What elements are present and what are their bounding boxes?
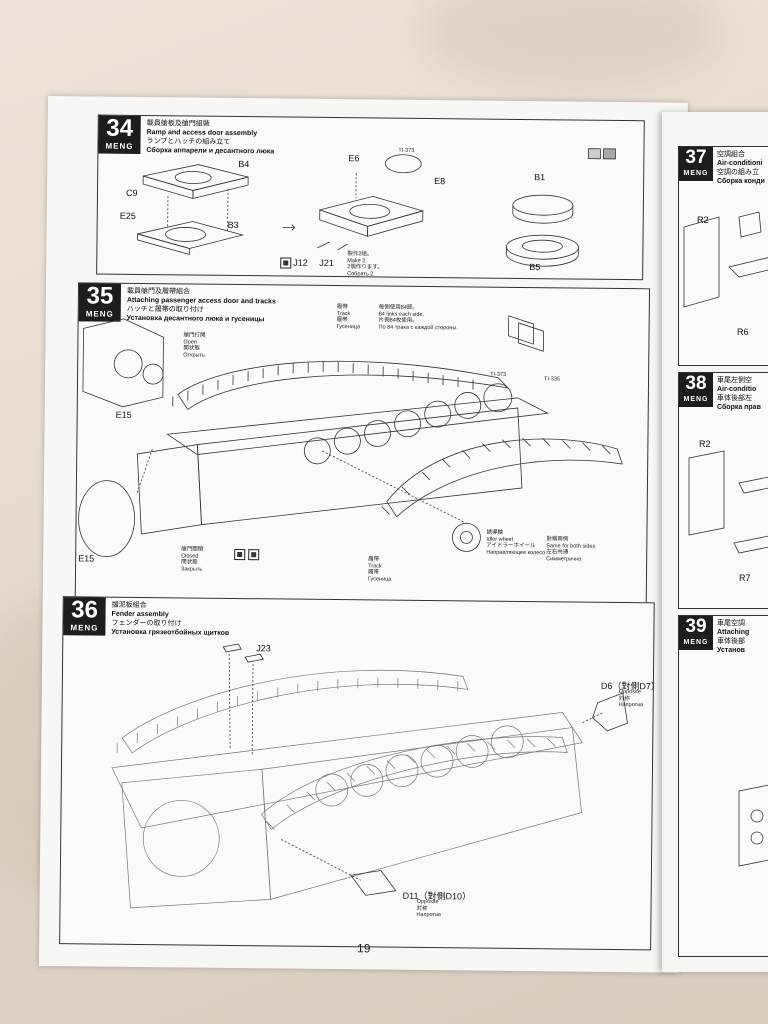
step-title: 車尾左側空 Air-conditio 車体後部左 Сборка прав: [717, 377, 761, 411]
step-37-diagram: [683, 211, 768, 308]
check-icon: [248, 549, 260, 561]
part-label: R7: [739, 573, 751, 583]
check-icon: [234, 548, 246, 561]
links-note: 每側使用84節。 84 links each side. 片側84枚使用。 По…: [378, 304, 458, 331]
step-35-panel: 35 MENG 載員艙門及履帶組合 Attaching passenger ac…: [74, 282, 651, 609]
idler-note: 誘導輪 Idler wheel アイドラーホイール Направляющее к…: [486, 529, 546, 556]
brand-logo: MENG: [683, 170, 709, 177]
part-label: E6: [348, 153, 360, 164]
part-label: R6: [737, 327, 749, 337]
step-badge: 37 MENG: [679, 147, 713, 181]
part-label: R2: [699, 439, 711, 449]
brand-logo: MENG: [683, 396, 709, 403]
track-note-bottom: 履帶 Track 履帯 Гусеница: [367, 556, 392, 583]
track-note-top: 履帶 Track 履帯 Гусеница: [336, 304, 361, 330]
step-34-panel: 34 MENG 載員艙板及艙門組裝 Ramp and access door a…: [96, 114, 645, 281]
instruction-page: 34 MENG 載員艙板及艙門組裝 Ramp and access door a…: [38, 96, 688, 973]
part-label: J21: [319, 257, 334, 269]
cloth-shadow: [420, 0, 720, 90]
part-label: J12: [293, 257, 308, 268]
make-note: 製作2組。 Make 2. 2個作ります。 Собрать 2.: [347, 251, 383, 277]
part-label: B5: [529, 262, 541, 273]
part-label: B3: [227, 219, 239, 231]
brand-logo: MENG: [683, 639, 709, 646]
page-number: 19: [357, 941, 371, 956]
part-label: C9: [125, 187, 138, 198]
step-38-diagram: [688, 450, 768, 554]
part-label: E8: [434, 176, 446, 187]
both-sides-note: 對稱兩側 Same for both sides 左右共通 Симметричн…: [546, 536, 596, 563]
opposite-note: Opposite 対称 Напротив: [416, 898, 442, 919]
paint-code: TI-335: [544, 376, 560, 383]
step-badge: 39 MENG: [679, 616, 713, 650]
step-34-diagram: [137, 148, 616, 267]
paint-code: TI-373: [490, 371, 507, 378]
opposite-note: Opposite 対称 Напротив: [618, 689, 644, 709]
next-page: 37 MENG 空調組合 Air-conditioni 空調の組み立 Сборк…: [662, 112, 768, 972]
part-label: R2: [697, 215, 709, 225]
step-37-panel: 37 MENG 空調組合 Air-conditioni 空調の組み立 Сборк…: [678, 146, 768, 366]
glue-icon: [280, 257, 292, 269]
step-36-panel: 36 MENG 擋泥板組合 Fender assembly フェンダーの取り付け…: [59, 596, 660, 951]
step-38-panel: 38 MENG 車尾左側空 Air-conditio 車体後部左 Сборка …: [678, 372, 768, 609]
step-number: 38: [685, 373, 707, 394]
part-label: J23: [256, 643, 271, 654]
part-label: B4: [238, 158, 250, 170]
step-title: 車尾空調 Attaching 車体後部 Установ: [717, 620, 750, 654]
part-label: E15: [78, 553, 95, 564]
paint-code: TI-373: [398, 147, 415, 154]
part-label: B1: [534, 172, 546, 183]
open-note: 艙門打開 Open 開状態 Открыть: [183, 332, 206, 359]
step-36-diagram: [111, 643, 628, 909]
step-35-diagram: [78, 315, 623, 558]
closed-note: 艙門關閉 Closed 閉状態 Закрыть: [181, 546, 204, 573]
step-39-panel: 39 MENG 車尾空調 Attaching 車体後部 Установ: [678, 615, 768, 957]
step-badge: 38 MENG: [679, 373, 713, 407]
step-title: 空調組合 Air-conditioni 空調の組み立 Сборка конди: [717, 151, 765, 185]
part-label: E25: [119, 210, 136, 221]
part-label: E15: [115, 409, 132, 420]
step-number: 39: [685, 616, 707, 637]
step-39-diagram: [738, 784, 768, 867]
step-number: 37: [685, 147, 707, 168]
